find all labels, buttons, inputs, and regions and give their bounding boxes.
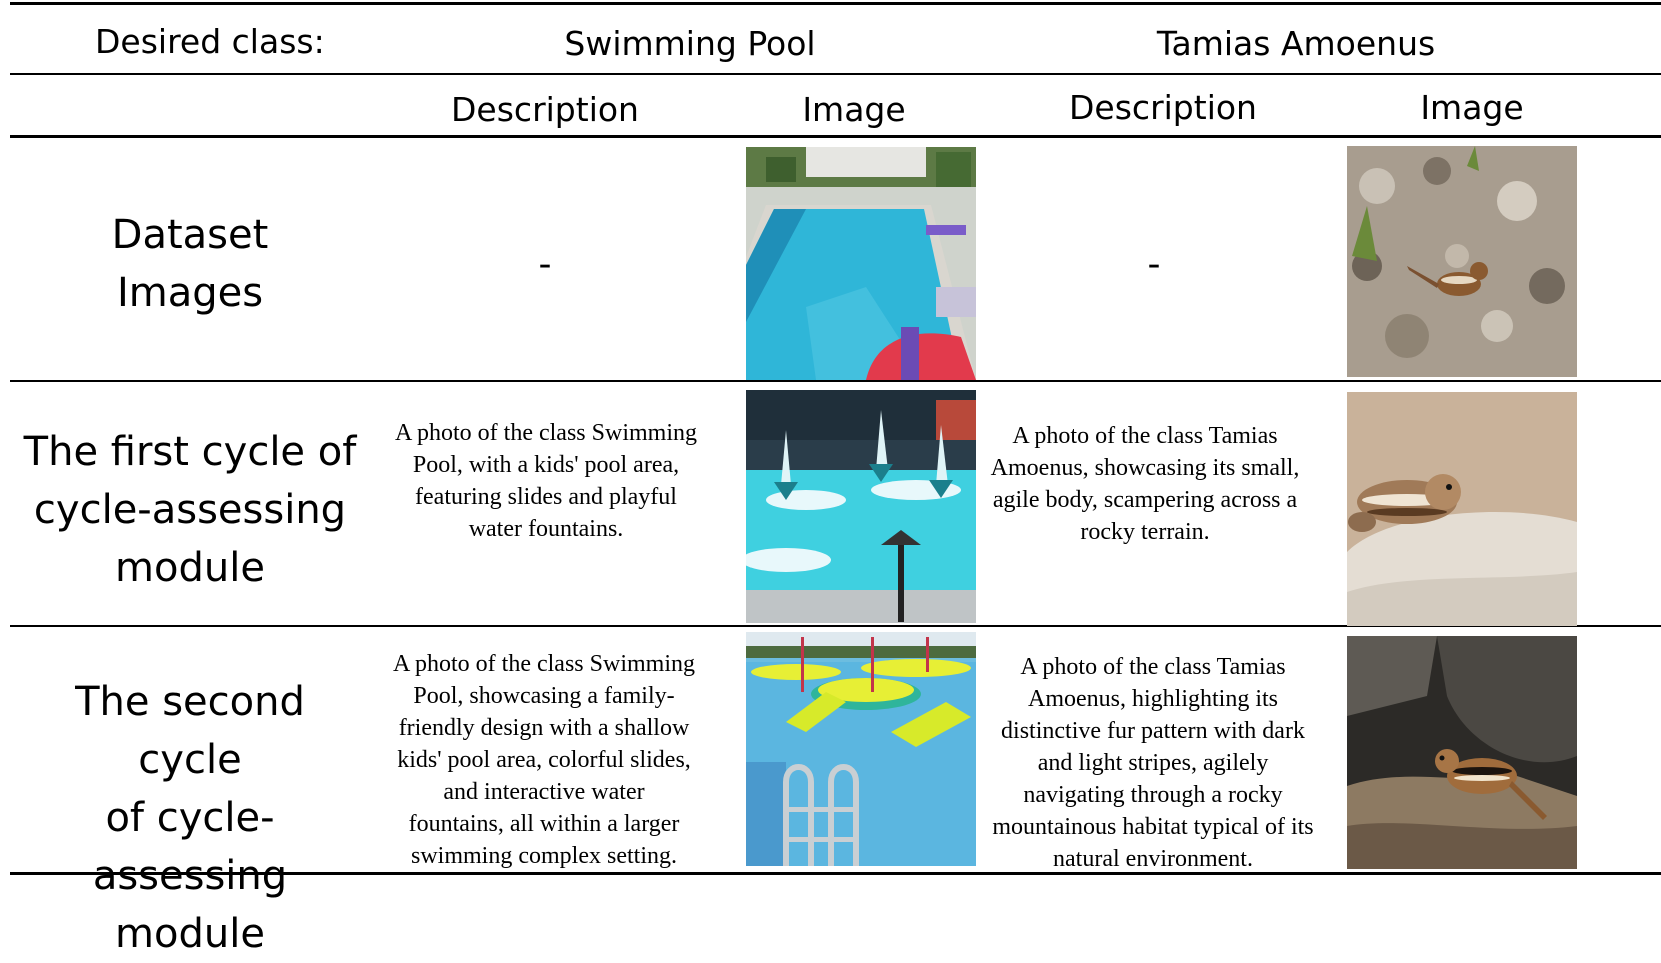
top-rule [10, 2, 1661, 5]
pool-image-first-cycle [746, 390, 976, 623]
pool-description-second-cycle: A photo of the class Swimming Pool, show… [393, 651, 695, 869]
chip-description-dataset: - [1147, 244, 1161, 285]
pool-description-dataset: - [538, 244, 552, 285]
class-tamias-amoenus: Tamias Amoenus [1156, 24, 1436, 63]
header-rule-2 [10, 135, 1661, 138]
col-pool-description: Description [451, 90, 639, 129]
col-chip-image: Image [1420, 88, 1524, 127]
pool-image-second-cycle [746, 632, 976, 866]
row-rule-2 [10, 625, 1661, 627]
chip-description-first-cycle: A photo of the class Tamias Amoenus, sho… [990, 423, 1300, 545]
chipmunk-image-second-cycle [1347, 636, 1577, 869]
desired-class-label: Desired class: [95, 22, 325, 61]
chipmunk-image-first-cycle [1347, 392, 1577, 626]
col-pool-image: Image [802, 90, 906, 129]
row-label-second-cycle: The second cycle of cycle-assessing modu… [75, 679, 305, 957]
chip-description-second-cycle: A photo of the class Tamias Amoenus, hig… [992, 654, 1314, 872]
col-chip-description: Description [1069, 88, 1257, 127]
row-rule-1 [10, 380, 1661, 382]
class-swimming-pool: Swimming Pool [564, 24, 816, 63]
row-label-first-cycle: The first cycle of cycle-assessing modul… [23, 429, 357, 591]
row-label-dataset: Dataset Images [111, 212, 269, 316]
chipmunk-image-dataset [1347, 146, 1577, 377]
pool-image-dataset [746, 147, 976, 380]
header-rule-1 [10, 73, 1661, 75]
bottom-rule [10, 872, 1661, 875]
pool-description-first-cycle: A photo of the class Swimming Pool, with… [395, 420, 697, 542]
